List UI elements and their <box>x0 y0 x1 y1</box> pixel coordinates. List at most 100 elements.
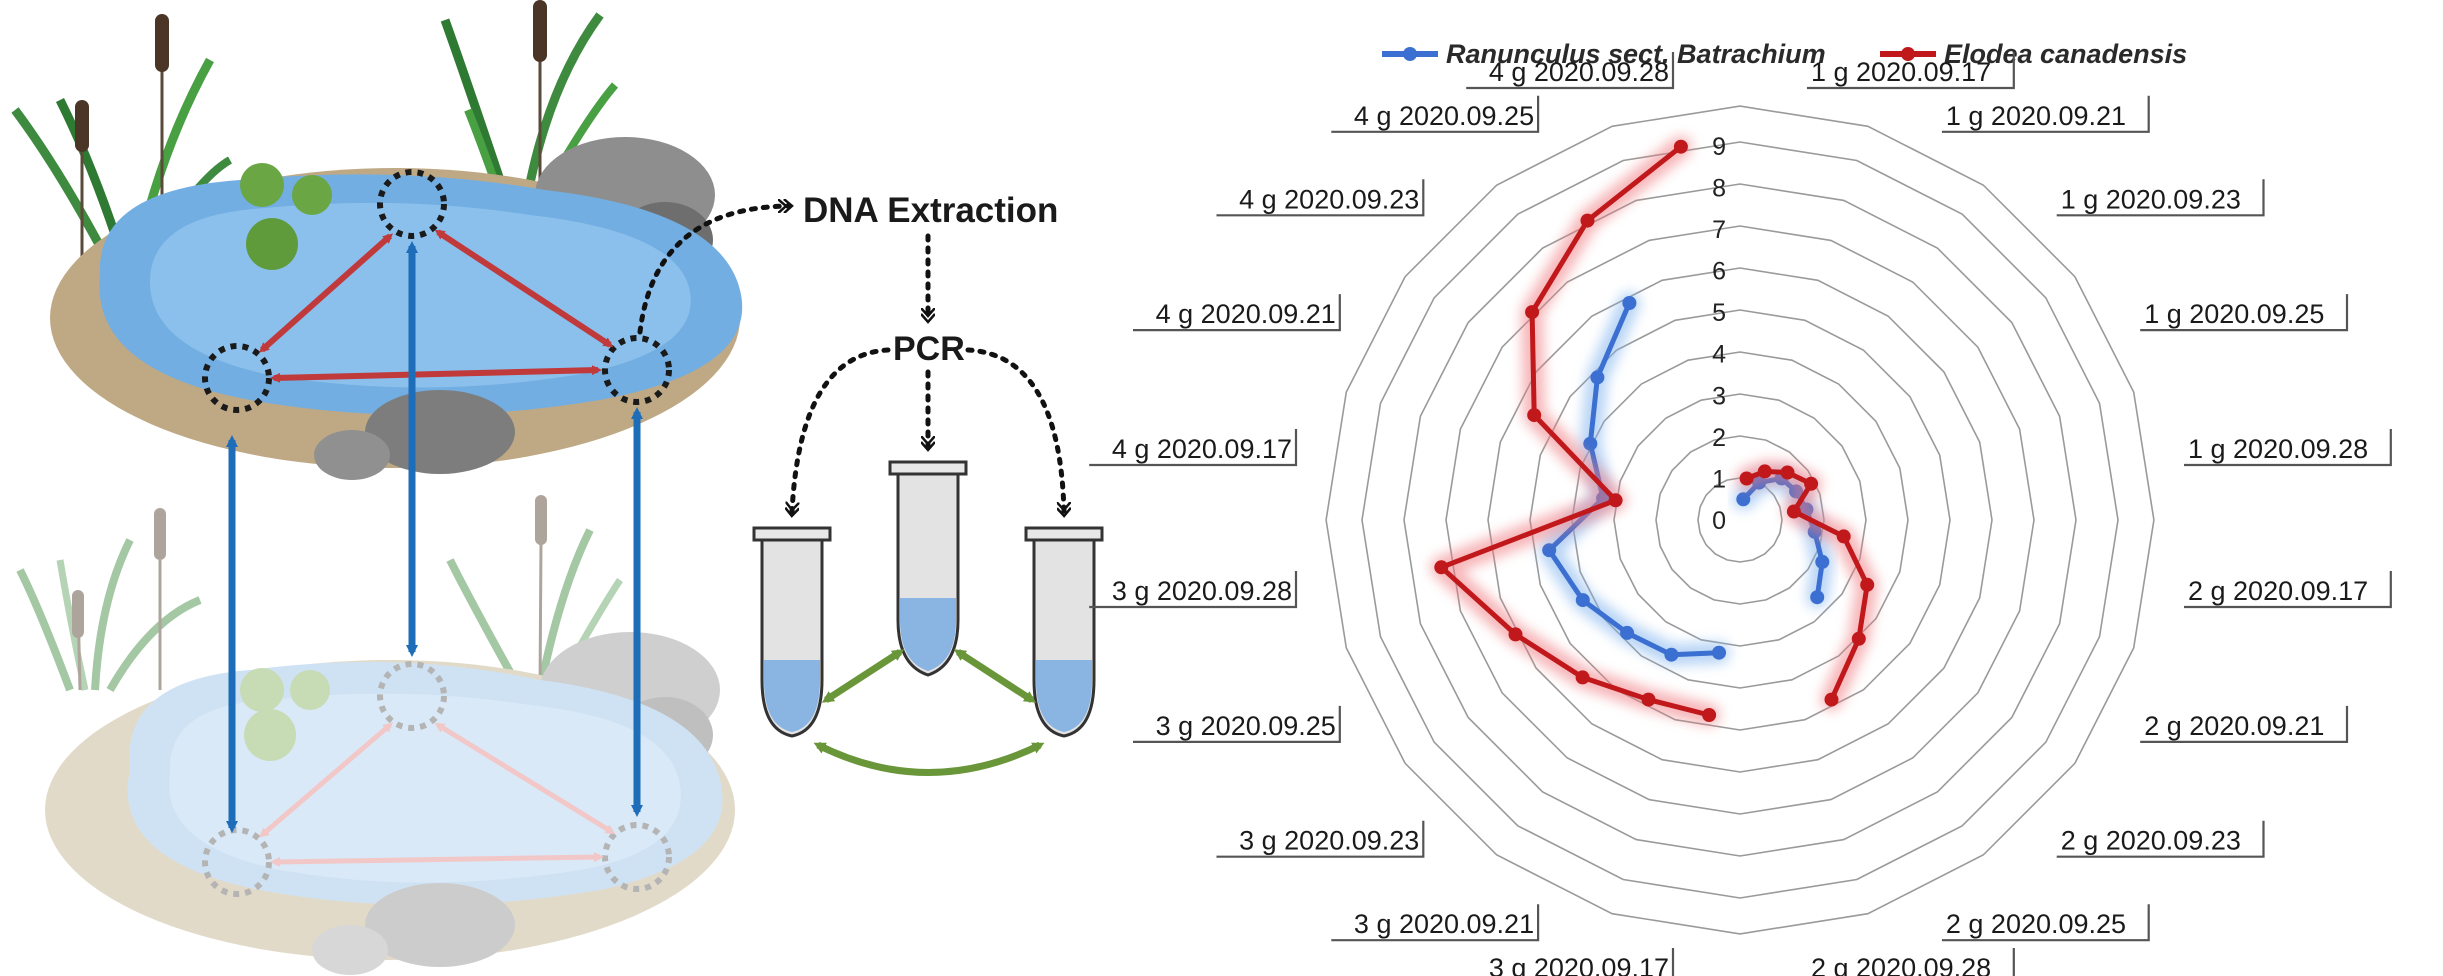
green-arrow <box>953 649 1037 703</box>
category-label: 4 g 2020.09.21 <box>1133 294 1341 332</box>
data-point <box>1583 436 1598 451</box>
category-label-text: 3 g 2020.09.21 <box>1354 909 1534 939</box>
data-point <box>1590 370 1605 385</box>
category-label-text: 2 g 2020.09.17 <box>2188 576 2368 606</box>
category-label-text: 4 g 2020.09.21 <box>1156 299 1336 329</box>
radial-tick-label: 6 <box>1712 258 1726 286</box>
label-shadow <box>1133 294 1341 332</box>
category-label-text: 1 g 2020.09.21 <box>1946 101 2126 131</box>
grid-ring <box>1613 393 1867 647</box>
radar-series <box>1430 135 1879 726</box>
category-label-text: 1 g 2020.09.17 <box>1811 57 1991 87</box>
data-point <box>1702 708 1717 722</box>
data-point <box>1736 492 1751 507</box>
data-point <box>1608 493 1623 508</box>
label-shadow <box>2056 179 2265 217</box>
grid-ring <box>1445 225 2035 815</box>
data-point <box>1810 590 1825 605</box>
label-shadow <box>2012 948 2015 976</box>
category-label-text: 3 g 2020.09.25 <box>1156 711 1336 741</box>
radial-tick-label: 3 <box>1712 382 1726 410</box>
label-shadow <box>1216 179 1425 217</box>
category-label-text: 4 g 2020.09.17 <box>1112 434 1292 464</box>
red-arrow <box>434 229 614 348</box>
label-shadow <box>2140 705 2349 743</box>
pcr-tube-left <box>752 526 832 738</box>
data-point <box>1739 471 1754 486</box>
category-label: 2 g 2020.09.28 <box>1811 948 2015 976</box>
upper-pond <box>11 0 743 480</box>
category-label: 2 g 2020.09.23 <box>2056 820 2265 858</box>
sample-site-right <box>602 335 672 405</box>
label-shadow <box>2184 429 2392 467</box>
green-arrow <box>813 741 1045 776</box>
category-label: 2 g 2020.09.17 <box>2184 571 2392 609</box>
grid-ring <box>1325 105 2155 935</box>
data-point <box>1757 464 1772 479</box>
series-elodea <box>1430 135 1879 726</box>
category-label-text: 1 g 2020.09.28 <box>2188 434 2368 464</box>
radial-tick-label: 7 <box>1712 216 1726 244</box>
dotted-connector <box>637 206 788 335</box>
label-shadow <box>2140 294 2349 332</box>
label-shadow <box>1089 429 1298 467</box>
data-point <box>1824 692 1839 707</box>
red-arrow <box>270 365 602 383</box>
dotted-connector <box>792 347 891 512</box>
legend-label: Ranunculus sect. Batrachium <box>1446 39 1826 69</box>
category-label: 1 g 2020.09.28 <box>2184 429 2392 467</box>
data-point <box>1622 296 1637 310</box>
legend-item: Ranunculus sect. Batrachium <box>1382 39 1826 69</box>
category-label: 4 g 2020.09.17 <box>1089 429 1298 467</box>
category-label-text: 3 g 2020.09.23 <box>1239 826 1419 856</box>
data-point <box>1786 504 1801 519</box>
pcr-tube-middle <box>888 460 968 677</box>
category-label: 3 g 2020.09.28 <box>1089 571 1298 609</box>
category-label-text: 3 g 2020.09.17 <box>1489 953 1669 976</box>
data-point <box>1641 692 1656 707</box>
data-point <box>1525 305 1540 320</box>
radial-tick-label: 9 <box>1712 133 1726 161</box>
legend-swatch-marker <box>1901 47 1915 61</box>
grid-ring <box>1361 141 2119 899</box>
category-label-text: 3 g 2020.09.28 <box>1112 576 1292 606</box>
label-shadow <box>1941 904 2150 942</box>
category-label: 2 g 2020.09.25 <box>1941 904 2150 942</box>
pcr-label: PCR <box>893 330 965 368</box>
data-point <box>1815 554 1830 569</box>
pond-illustration <box>11 0 743 975</box>
data-point <box>1860 577 1875 592</box>
workflow: DNA Extraction PCR <box>637 191 1104 776</box>
lower-pond <box>16 495 735 975</box>
data-point <box>1673 139 1688 154</box>
label-shadow <box>1331 95 1540 133</box>
data-point <box>1434 560 1449 575</box>
category-label: 3 g 2020.09.17 <box>1489 948 1675 976</box>
category-label: 4 g 2020.09.23 <box>1216 179 1425 217</box>
radial-tick-label: 8 <box>1712 174 1726 202</box>
category-label: 3 g 2020.09.23 <box>1216 820 1425 858</box>
data-point <box>1712 645 1726 660</box>
legend-label: Elodea canadensis <box>1944 39 2187 69</box>
series-glow <box>1430 135 1721 726</box>
category-label: 1 g 2020.09.21 <box>1941 95 2150 133</box>
data-point <box>1664 647 1679 662</box>
dna-extraction-label: DNA Extraction <box>803 191 1058 230</box>
label-shadow <box>1671 948 1675 976</box>
category-label-text: 2 g 2020.09.23 <box>2061 826 2241 856</box>
category-label: 4 g 2020.09.25 <box>1331 95 1540 133</box>
data-point <box>1575 593 1590 608</box>
category-label: 3 g 2020.09.25 <box>1133 705 1341 743</box>
data-point <box>1836 529 1851 544</box>
label-shadow <box>1941 95 2150 133</box>
radial-tick-label: 2 <box>1712 424 1726 452</box>
category-label: 1 g 2020.09.23 <box>2056 179 2265 217</box>
legend-item: Elodea canadensis <box>1880 39 2187 69</box>
data-point <box>1508 627 1523 642</box>
category-label: 3 g 2020.09.21 <box>1331 904 1540 942</box>
category-label-text: 2 g 2020.09.28 <box>1811 953 1991 976</box>
data-point <box>1542 543 1557 558</box>
category-label: 1 g 2020.09.17 <box>1807 52 2015 90</box>
grid-ring <box>1403 183 2077 857</box>
